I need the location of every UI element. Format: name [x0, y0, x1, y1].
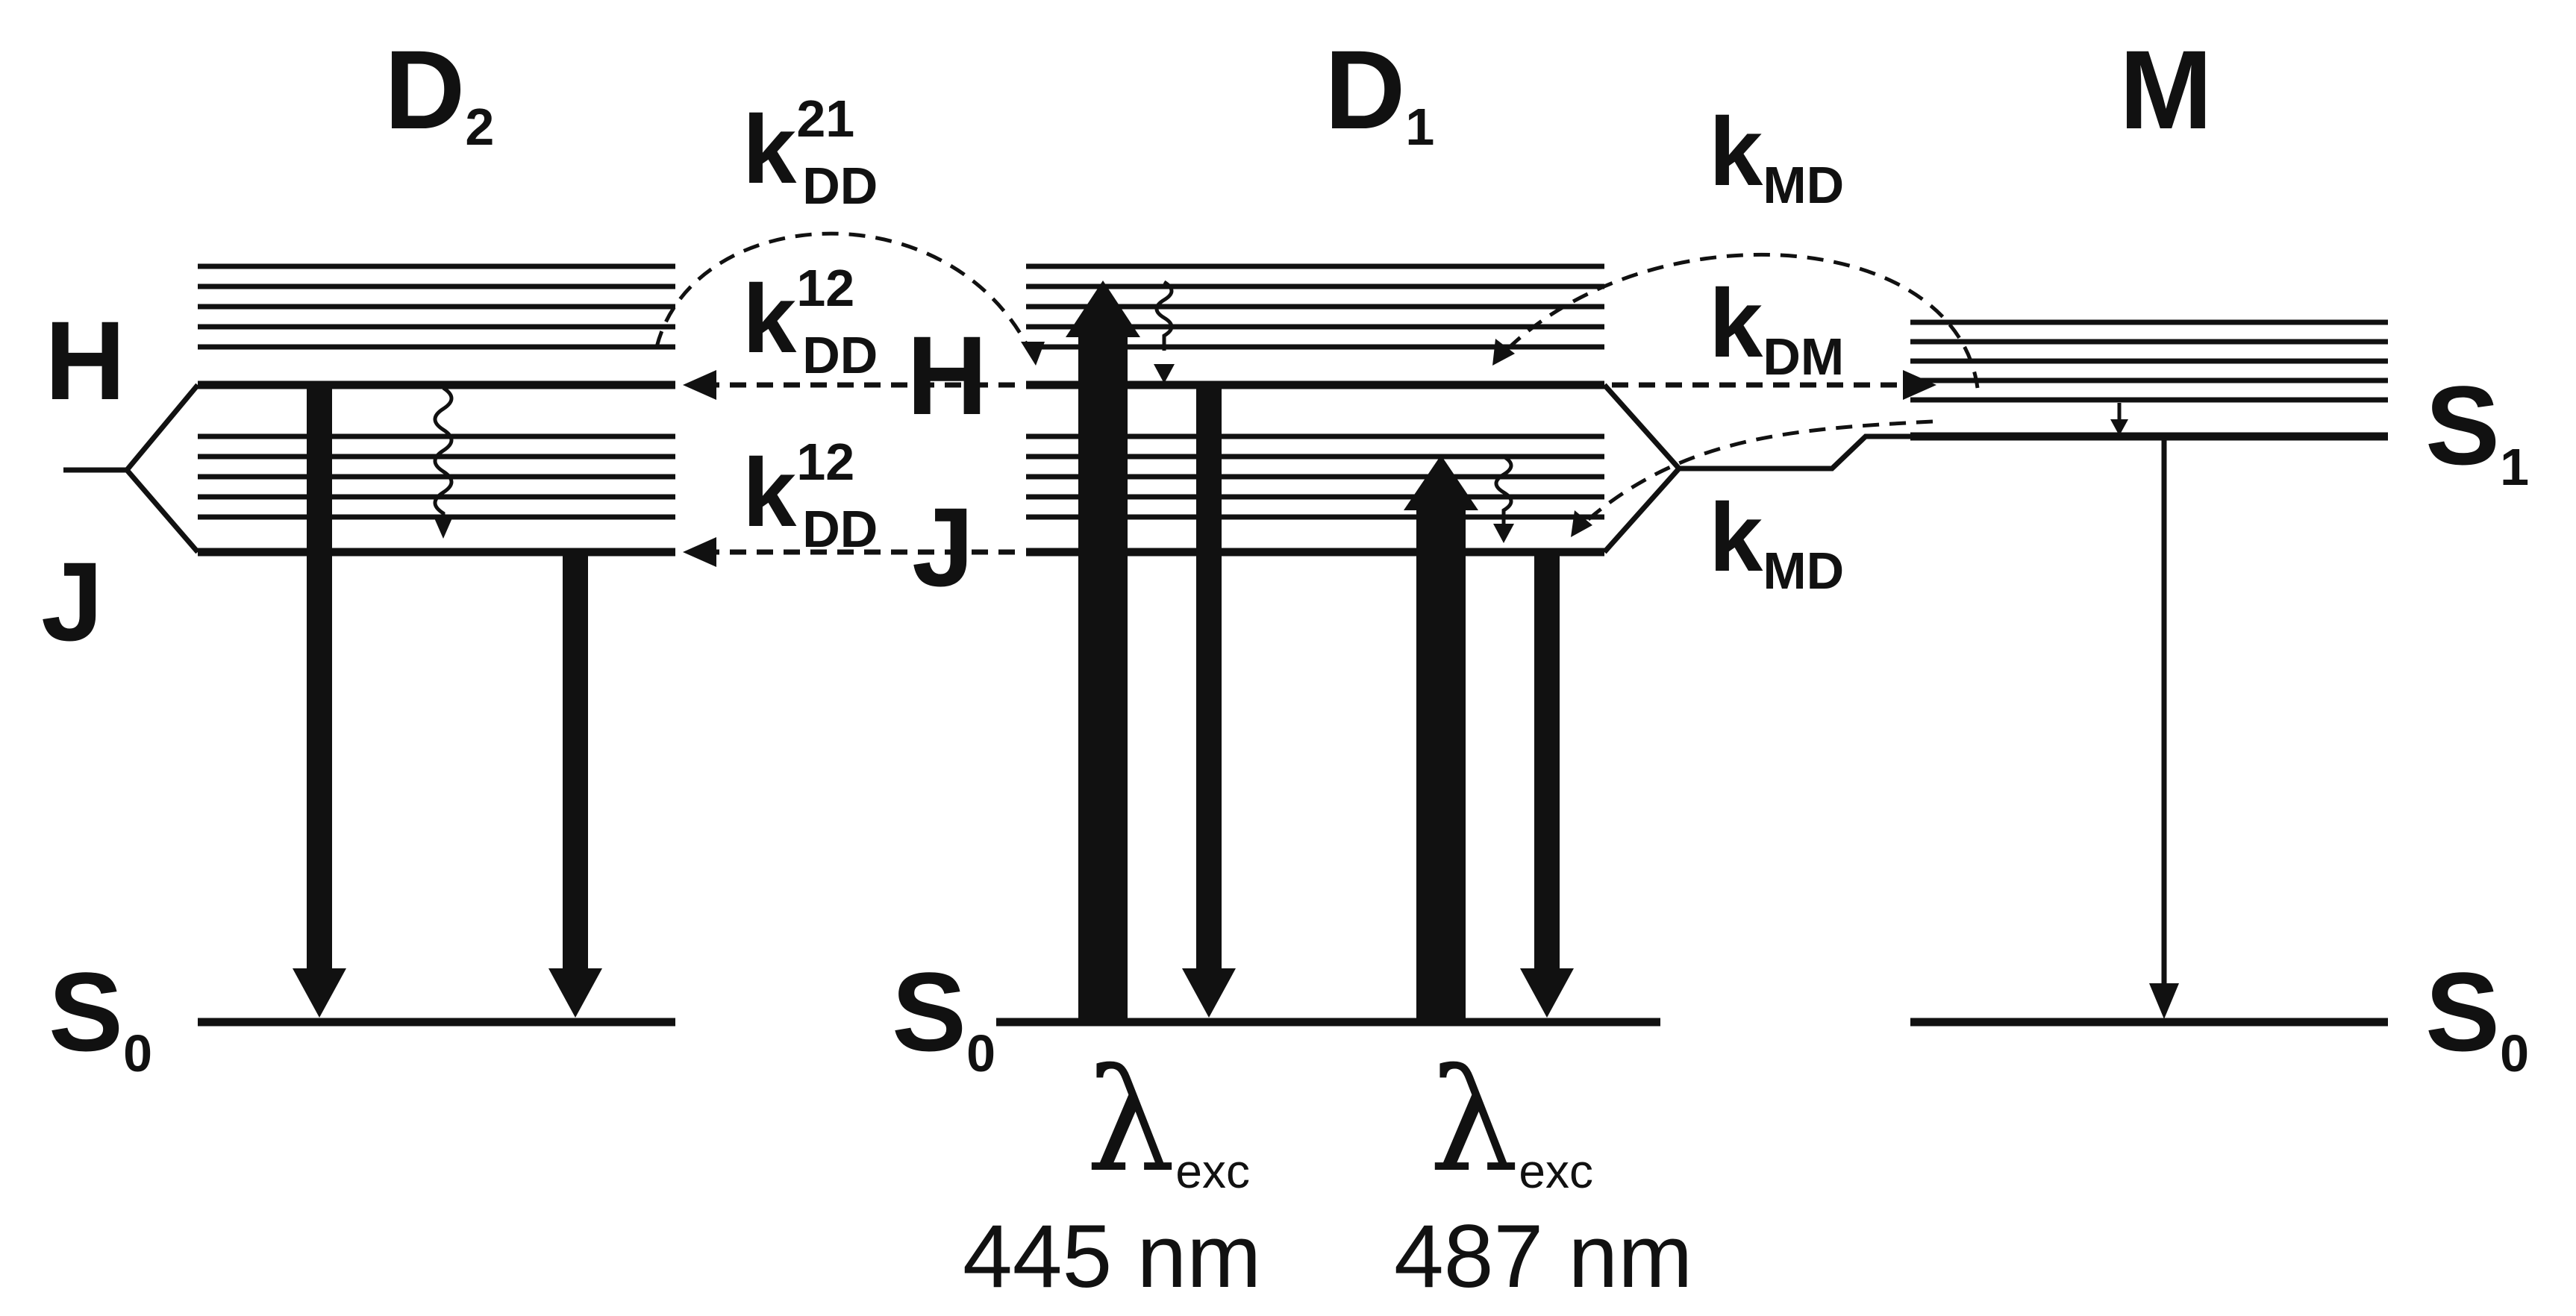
column-label-d2: D2: [384, 27, 494, 156]
excitation-487-bar: [1416, 507, 1466, 1022]
d2-s0-label: S0: [49, 949, 152, 1082]
rate-k-dm: kDM: [1709, 269, 1844, 386]
d1-h-emission-arrowhead: [1182, 968, 1236, 1018]
excitation-labels: λexc 445 nm λexc 487 nm: [963, 1038, 1692, 1306]
h-transfer-arrowhead: [683, 370, 716, 400]
m-to-d1-h-transfer-curve: [1498, 252, 1980, 389]
d2-h-emission-arrowhead: [293, 968, 346, 1018]
excitation-487-symbol: λexc: [1429, 1038, 1593, 1203]
d1-j-emission-arrowhead: [1520, 968, 1574, 1018]
d2-column: [63, 263, 675, 1027]
excitation-445-bar: [1078, 334, 1128, 1022]
d2-j-label: J: [41, 539, 103, 664]
transfer-arrows: [654, 231, 1980, 555]
d2-j-sublevels: [198, 433, 675, 520]
d1-j-relaxation-arrowhead: [1493, 524, 1514, 543]
excitation-487-arrowhead: [1404, 455, 1478, 510]
m-relaxation-arrowhead: [2110, 419, 2128, 436]
m-to-d1-j-curve-arrowhead: [1571, 510, 1592, 537]
d1-h-relaxation-wavy-arrow: [1154, 280, 1174, 351]
m-s1-label: S1: [2425, 363, 2529, 496]
d2-to-d1-transfer-curve: [654, 231, 1036, 360]
rate-k-md-lower: kMD: [1709, 483, 1844, 600]
m-to-d1-h-curve-arrowhead: [1492, 339, 1515, 366]
excitation-487-wavelength: 487 nm: [1394, 1206, 1692, 1306]
d2-splitting-lines: [123, 383, 200, 554]
d1-h-relaxation-arrowhead: [1154, 364, 1175, 383]
m-column: [1679, 319, 2388, 1027]
d2-relaxation-arrowhead: [433, 515, 454, 539]
m-monomer-link-line: [1679, 433, 1910, 471]
d1-h-label: H: [907, 313, 987, 438]
m-emission-arrowhead: [2149, 983, 2179, 1019]
d1-j-relaxation-wavy-arrow: [1494, 454, 1513, 524]
d1-column: [996, 263, 1683, 1027]
column-label-d1: D1: [1325, 27, 1434, 156]
d2-relaxation-wavy-arrow: [433, 386, 454, 534]
d1-s0-label: S0: [892, 949, 995, 1082]
excitation-445-symbol: λexc: [1086, 1038, 1250, 1203]
rate-k-md-upper: kMD: [1709, 97, 1844, 214]
column-label-m: M: [2119, 27, 2213, 152]
d2-j-emission-arrowhead: [548, 968, 602, 1018]
m-to-d1-j-transfer-curve: [1577, 419, 1933, 530]
d2-to-d1-curve-arrowhead: [1021, 342, 1045, 366]
d2-h-sublevels: [198, 263, 675, 350]
m-s0-label: S0: [2425, 949, 2529, 1082]
excitation-445-wavelength: 445 nm: [963, 1206, 1261, 1306]
d1-to-m-arrowhead: [1903, 370, 1936, 400]
transfer-arrowheads: [683, 339, 1936, 567]
column-labels: D2 D1 M: [384, 27, 2213, 156]
m-s1-sublevels: [1910, 319, 2388, 403]
d2-h-label: H: [45, 298, 125, 423]
j-transfer-arrowhead: [683, 537, 716, 567]
d1-j-label: J: [912, 484, 974, 610]
state-labels: H J S0 H J S0 S1 S0: [41, 298, 2529, 1082]
excitation-445-arrowhead: [1066, 281, 1140, 337]
